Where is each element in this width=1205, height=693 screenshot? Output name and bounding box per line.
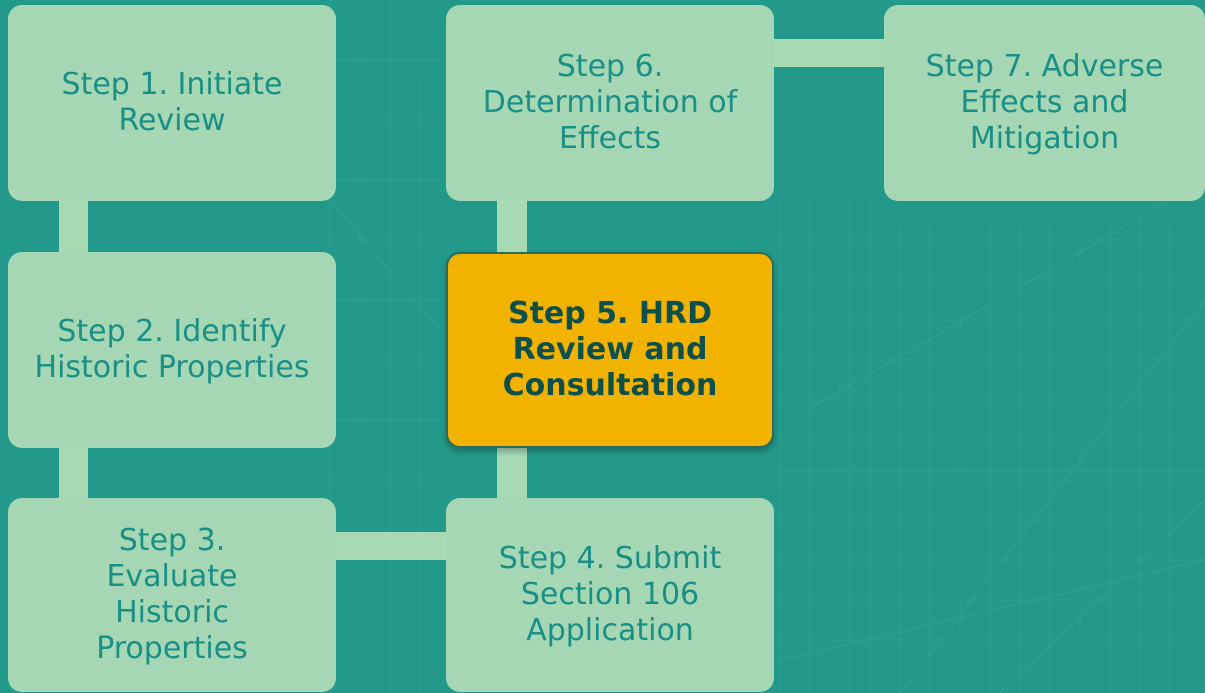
connector-step2-step3 (59, 446, 88, 500)
connector-step5-step6 (497, 200, 527, 254)
step-3-label: Step 3. Evaluate Historic Properties (96, 523, 248, 666)
connector-step1-step2 (59, 200, 88, 254)
step-2-label: Step 2. Identify Historic Properties (34, 314, 310, 385)
step-5-label: Step 5. HRD Review and Consultation (502, 296, 718, 403)
step-4-box: Step 4. Submit Section 106 Application (446, 498, 774, 692)
step-1-box: Step 1. Initiate Review (8, 5, 336, 201)
step-6-box: Step 6. Determination of Effects (446, 5, 774, 201)
step-4-label: Step 4. Submit Section 106 Application (498, 541, 722, 648)
connector-step3-step4 (335, 532, 447, 560)
step-1-label: Step 1. Initiate Review (61, 67, 283, 138)
connector-step4-step5 (497, 446, 527, 500)
step-7-label: Step 7. Adverse Effects and Mitigation (925, 49, 1164, 156)
step-5-box: Step 5. HRD Review and Consultation (446, 252, 774, 448)
step-3-box: Step 3. Evaluate Historic Properties (8, 498, 336, 692)
step-7-box: Step 7. Adverse Effects and Mitigation (884, 5, 1205, 201)
step-2-box: Step 2. Identify Historic Properties (8, 252, 336, 448)
connector-step6-step7 (773, 39, 886, 67)
step-6-label: Step 6. Determination of Effects (482, 49, 738, 156)
